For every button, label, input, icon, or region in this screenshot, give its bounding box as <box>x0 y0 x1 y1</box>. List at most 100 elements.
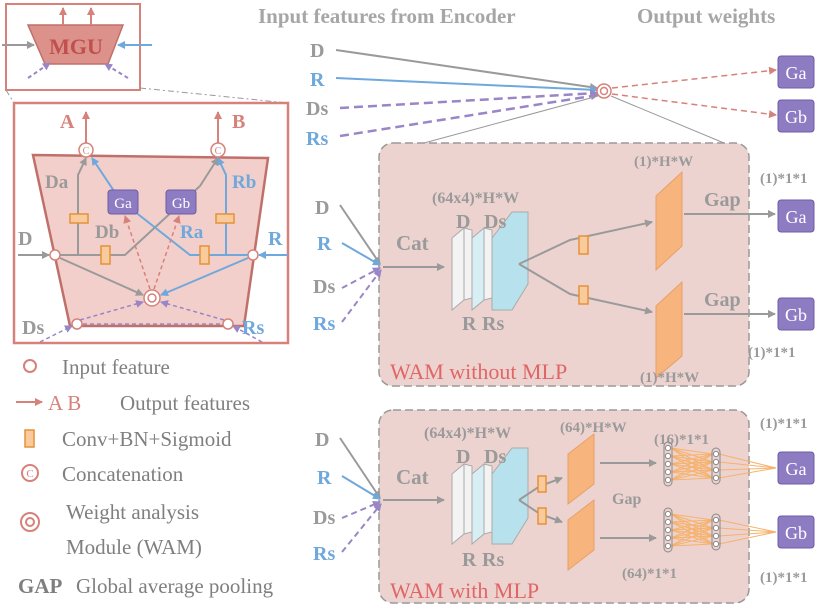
top-flow: D R Ds Rs Ga Gb <box>306 40 815 150</box>
wam2-r-label: R <box>317 467 332 489</box>
top-wam-inner <box>599 86 609 96</box>
legend-gap-bold: GAP <box>18 574 63 598</box>
mlp-network-bottom <box>663 507 777 553</box>
wam2-conv-top <box>537 475 547 493</box>
wam1-d-arrow <box>339 204 381 265</box>
mlp-connection <box>670 453 714 481</box>
wam1-layer-3 <box>471 226 485 312</box>
mlp-connection <box>670 519 714 531</box>
wam1-stack-dims: (64x4)*H*W <box>432 190 519 207</box>
wam2-conv-bottom <box>537 507 547 525</box>
top-gb-box <box>777 99 815 133</box>
wam1-stack-d: D <box>456 211 470 233</box>
wam1-branch-bottom <box>518 263 653 315</box>
legend-gap-text: Global average pooling <box>76 574 274 598</box>
mlp-connection <box>718 461 777 469</box>
gb-box <box>165 189 197 215</box>
wam2-ga-label: Ga <box>786 459 807 479</box>
mlp-neuron <box>664 526 672 534</box>
legend-concat-text: Concatenation <box>62 462 184 486</box>
concat-a-symbol: C <box>83 146 90 157</box>
mlp-neuron <box>712 466 720 474</box>
wam1-gap-top-label: Gap <box>704 189 741 211</box>
mlp-neuron <box>664 476 672 484</box>
mlp-network-top <box>663 441 777 487</box>
mlp-connection <box>670 453 714 465</box>
mgu-in-rs-arrow <box>104 63 129 79</box>
wam2-map-bottom <box>567 498 595 572</box>
wam2-ds-label: Ds <box>313 507 335 529</box>
wam2-stack-r: R <box>462 549 477 571</box>
conv-block-db <box>100 245 111 265</box>
wam1-ga-box <box>777 199 815 233</box>
mlp-neuron <box>712 516 720 524</box>
mlp-layer-outline <box>663 507 673 553</box>
wam1-d-label: D <box>315 197 329 219</box>
wam2-layer-1 <box>451 462 465 546</box>
wam2-ds-arrow <box>341 501 381 519</box>
mlp-neuron <box>664 468 672 476</box>
wam-with-mlp: WAM with MLP D R Ds Rs Cat (64x4)*H*W D … <box>313 409 815 604</box>
wam1-stack-rs: Rs <box>482 313 504 335</box>
wam1-layer-2 <box>463 227 473 301</box>
mgu-detail-trapezoid <box>31 153 270 328</box>
legend-input-text: Input feature <box>62 355 170 379</box>
mlp-layer-outline <box>711 513 721 551</box>
wam2-rs-arrow <box>341 503 382 553</box>
top-r-arrow <box>335 77 598 94</box>
top-ds-label: Ds <box>306 98 328 120</box>
wam1-cat-label: Cat <box>396 231 429 255</box>
mlp-neuron <box>712 540 720 548</box>
wam-nomlp-frame <box>378 142 750 387</box>
wam2-rs-label: Rs <box>313 543 335 565</box>
da-label: Da <box>45 172 69 193</box>
mgu-detail: C C A B D R Ds Rs Da Rb <box>12 101 290 345</box>
mgu-frame <box>5 3 141 91</box>
r-to-wam <box>160 257 249 296</box>
wam1-r-label: R <box>317 233 332 255</box>
wam-to-ga <box>123 215 151 290</box>
mlp-neuron <box>664 444 672 452</box>
top-ga-label: Ga <box>786 63 807 83</box>
legend-conv-icon <box>24 429 35 448</box>
conv-block-da <box>69 213 89 224</box>
legend-output-letters: A B <box>48 391 81 415</box>
mgu-detail-frame <box>12 101 290 345</box>
wam2-feature-stack <box>451 447 529 546</box>
wam2-stack-ds: Ds <box>484 446 506 468</box>
mlp-connection <box>670 453 714 457</box>
wam2-layer-4 <box>483 463 493 535</box>
legend-concat-icon <box>21 464 39 482</box>
mlp-connection <box>670 519 714 523</box>
wam-node-outer <box>143 289 161 307</box>
mlp-neuron <box>664 542 672 550</box>
wam2-stack-rs: Rs <box>482 549 504 571</box>
wam2-pool-dims: (64)*1*1 <box>622 566 677 582</box>
mlp-connection <box>718 527 777 533</box>
rb-label: Rb <box>232 172 256 193</box>
mlp-connection <box>670 453 714 473</box>
ds-label: Ds <box>22 317 44 339</box>
mgu-in-ds-arrow <box>27 62 51 79</box>
wam2-out-dims-top: (1)*1*1 <box>760 416 808 432</box>
mlp-connection <box>718 467 777 479</box>
wam1-map-dims-top: (1)*H*W <box>634 154 693 170</box>
mlp-connection <box>718 531 777 545</box>
wam1-conv-top <box>578 235 589 255</box>
legend-input-icon <box>23 359 37 373</box>
wam-to-gb <box>153 215 181 290</box>
out-a-label: A <box>60 111 75 133</box>
r-label: R <box>268 228 283 250</box>
wam1-map-bottom <box>655 280 683 380</box>
output-weights-title: Output weights <box>637 4 775 28</box>
wam2-out-dims-bottom: (1)*1*1 <box>760 570 808 586</box>
mlp-connection <box>670 527 714 547</box>
wam2-map-top <box>567 432 595 506</box>
wam1-feature-stack <box>451 211 529 312</box>
mlp-connection <box>670 447 714 455</box>
legend-concat-symbol: C <box>26 468 33 480</box>
mlp-connection <box>670 519 714 547</box>
top-d-label: D <box>310 40 324 62</box>
mlp-connection <box>670 469 714 481</box>
